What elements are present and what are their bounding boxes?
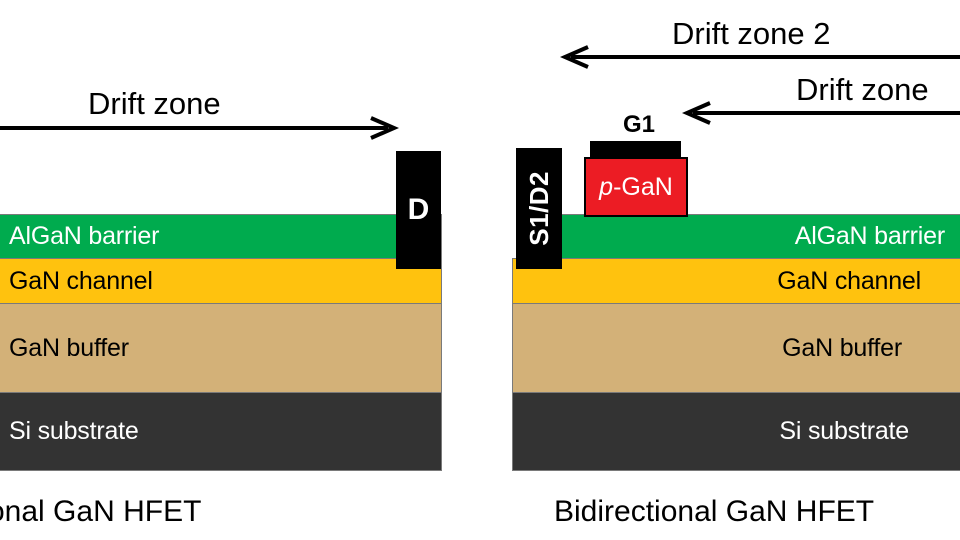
right-drift-zone-2-label: Drift zone 2 — [672, 16, 831, 51]
right-layer-gan-channel: GaN channel — [512, 258, 960, 304]
left-layer-algan-barrier: AlGaN barrier — [0, 214, 442, 259]
left-drift-zone-label: Drift zone — [88, 86, 221, 121]
right-pgan-gate-label-prefix: p — [599, 172, 614, 201]
right-layer-algan-barrier: AlGaN barrier — [536, 214, 960, 259]
left-layer-si-substrate-label: Si substrate — [9, 417, 139, 445]
right-pgan-gate-label-suffix: -GaN — [613, 172, 673, 201]
right-device-caption: Bidirectional GaN HFET — [554, 495, 875, 528]
left-layer-algan-barrier-label: AlGaN barrier — [9, 222, 160, 250]
left-layer-gan-channel: GaN channel — [0, 258, 442, 304]
left-device-group: Drift zone AlGaN barrier GaN channel GaN… — [0, 0, 470, 540]
right-electrode-gate1-label: G1 — [623, 111, 656, 138]
left-drift-arrow — [0, 116, 400, 140]
right-electrode-gate1-bar — [590, 141, 681, 158]
left-device-caption: onal GaN HFET — [0, 495, 202, 528]
right-pgan-gate-block: p-GaN — [584, 157, 688, 217]
left-layer-gan-buffer-label: GaN buffer — [9, 333, 129, 362]
right-layer-gan-channel-label: GaN channel — [777, 266, 921, 295]
right-layer-gan-buffer-label: GaN buffer — [782, 333, 902, 362]
left-electrode-drain: D — [396, 151, 441, 269]
right-pgan-gate-label: p-GaN — [599, 172, 673, 201]
right-layer-si-substrate: Si substrate — [512, 392, 960, 471]
right-electrode-s1-d2-label: S1/D2 — [523, 171, 554, 246]
left-electrode-drain-label: D — [407, 193, 430, 226]
right-drift-zone-arrow — [681, 101, 960, 125]
right-drift-zone-label: Drift zone — [796, 72, 929, 107]
right-layer-si-substrate-label: Si substrate — [779, 417, 909, 445]
left-layer-si-substrate: Si substrate — [0, 392, 442, 471]
right-layer-gan-buffer: GaN buffer — [512, 303, 960, 393]
right-electrode-s1-d2: S1/D2 — [516, 148, 562, 269]
right-layer-algan-barrier-label: AlGaN barrier — [794, 222, 945, 250]
right-drift-zone-2-arrow — [559, 45, 960, 69]
left-layer-gan-channel-label: GaN channel — [9, 266, 153, 295]
